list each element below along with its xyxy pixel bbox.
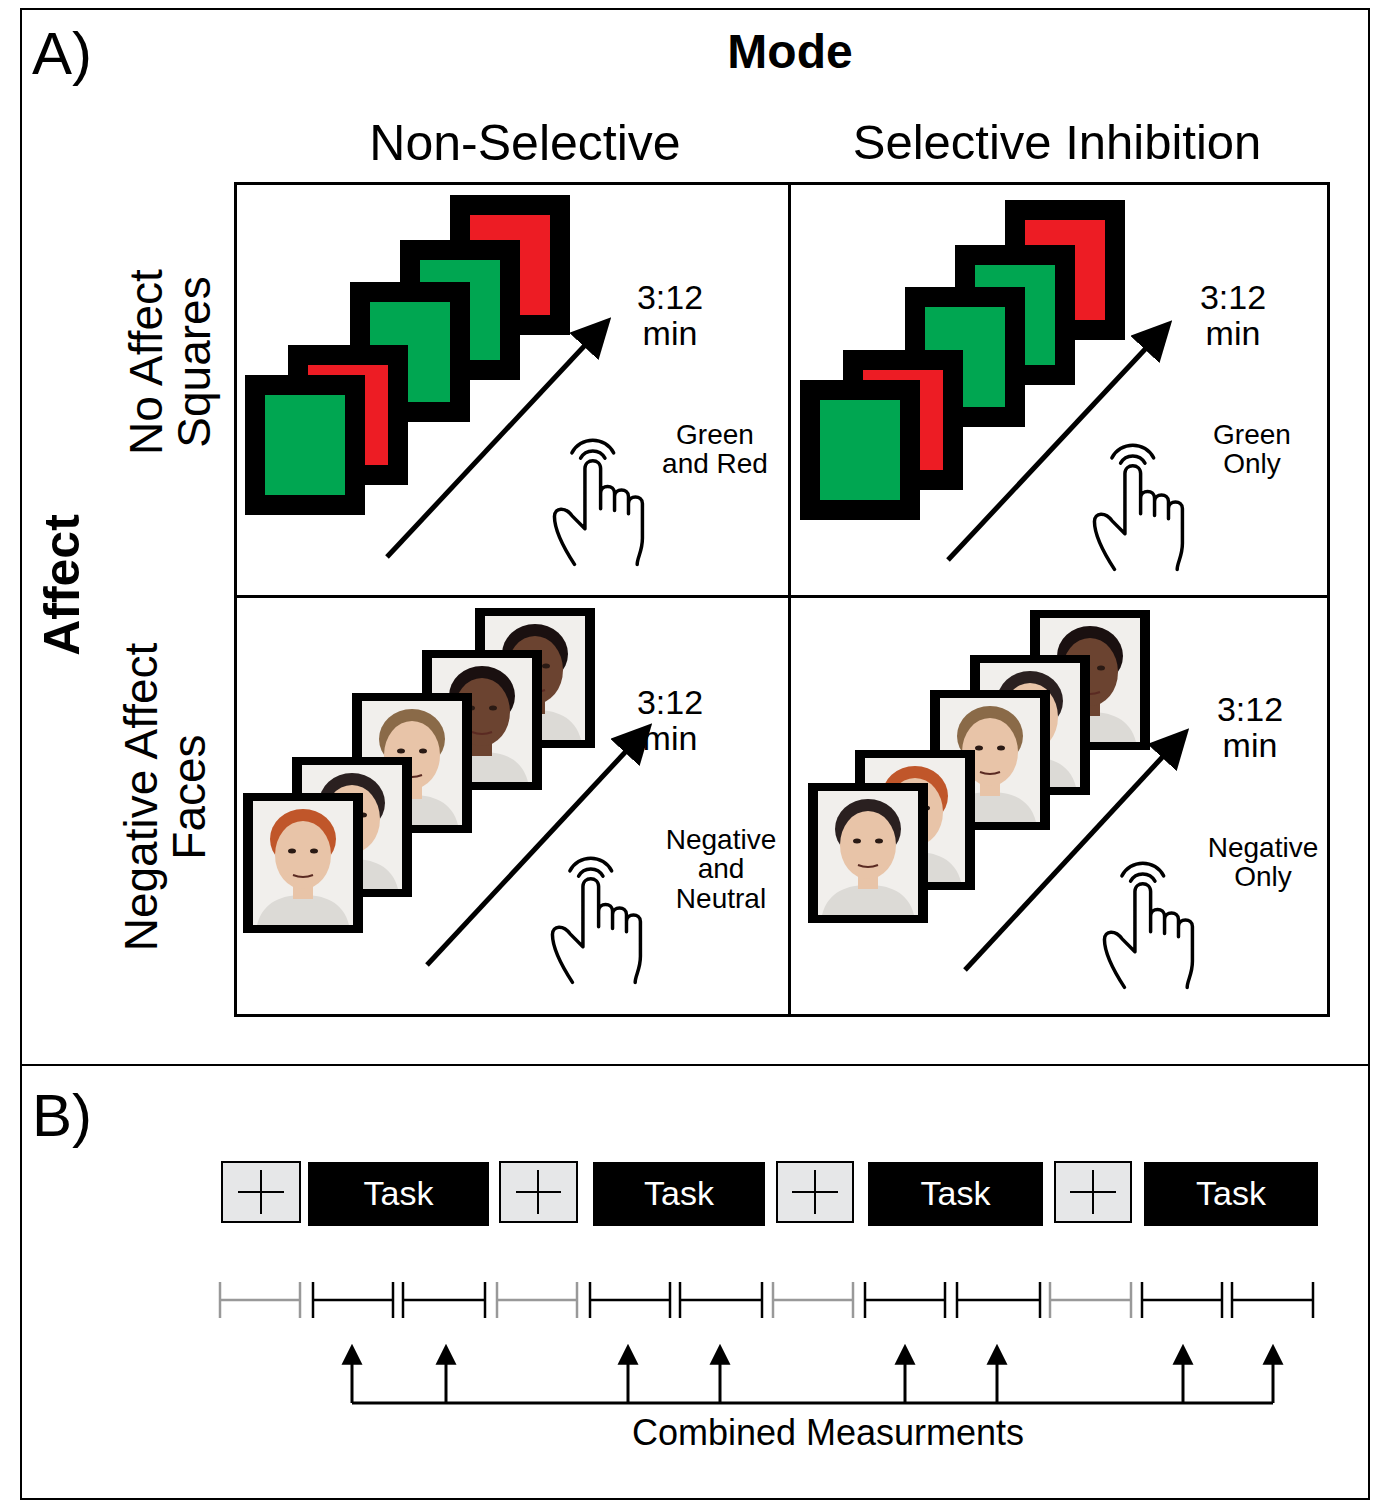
time-segment	[590, 1282, 670, 1318]
column-header: Selective Inhibition	[853, 117, 1262, 168]
task-label: Task	[1196, 1176, 1266, 1212]
time-segment	[773, 1282, 853, 1318]
face-photo	[808, 783, 928, 923]
axis-title: Mode	[727, 27, 852, 77]
measurement-arrows	[352, 1350, 1273, 1403]
task-block: Task	[1144, 1162, 1318, 1226]
time-segment	[403, 1282, 485, 1318]
time-segment	[497, 1282, 577, 1318]
duration-label: 3:12 min	[637, 280, 703, 351]
column-header: Non-Selective	[369, 117, 680, 170]
duration-label: 3:12 min	[637, 685, 703, 756]
panel-letter: B)	[32, 1084, 92, 1147]
axis-title: Affect	[36, 514, 89, 656]
time-segment	[680, 1282, 762, 1318]
time-segment	[865, 1282, 945, 1318]
duration-label: 3:12 min	[1217, 692, 1283, 763]
task-label: Task	[644, 1176, 714, 1212]
faces-stack	[243, 608, 1150, 933]
time-segment	[1142, 1282, 1222, 1318]
response-rule: Green Only	[1213, 420, 1291, 479]
timeline-ticks	[220, 1282, 1313, 1318]
task-block: Task	[868, 1162, 1043, 1226]
time-segment	[220, 1282, 300, 1318]
task-label: Task	[921, 1176, 991, 1212]
response-rule: Negative Only	[1208, 833, 1319, 892]
condition-cell: 3:12 minGreen Only	[788, 182, 1330, 598]
task-block: Task	[593, 1162, 765, 1226]
measurement-caption: Combined Measurments	[632, 1414, 1024, 1452]
face-photo	[243, 793, 363, 933]
response-rule: Green and Red	[654, 420, 776, 479]
time-arrow	[387, 326, 1181, 970]
panel-letter: A)	[32, 22, 92, 85]
time-segment	[1050, 1282, 1131, 1318]
condition-cell: 3:12 minGreen and Red	[234, 182, 791, 598]
row-header: No Affect Squares	[122, 232, 219, 492]
row-header: Negative Affect Faces	[117, 607, 214, 987]
condition-cell: 3:12 minNegative and Neutral	[234, 595, 791, 1017]
task-label: Task	[364, 1176, 434, 1212]
task-block: Task	[308, 1162, 489, 1226]
time-segment	[313, 1282, 393, 1318]
response-rule: Negative and Neutral	[666, 825, 777, 913]
time-segment	[957, 1282, 1040, 1318]
condition-cell: 3:12 minNegative Only	[788, 595, 1330, 1017]
time-segment	[1232, 1282, 1313, 1318]
duration-label: 3:12 min	[1200, 280, 1266, 351]
tap-hand-icon	[552, 440, 1192, 987]
squares-stack	[800, 200, 1125, 520]
squares-stack	[245, 195, 570, 515]
